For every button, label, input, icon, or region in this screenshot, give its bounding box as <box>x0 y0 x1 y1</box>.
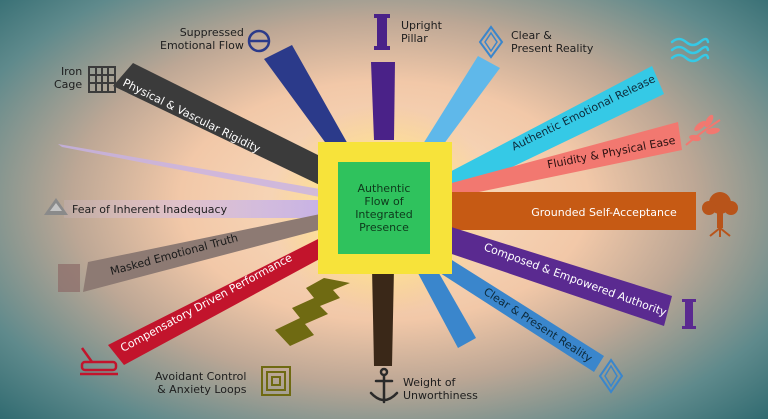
maze-icon <box>261 366 291 396</box>
anchor-icon <box>369 367 399 404</box>
ray-clear-present-top <box>418 56 500 160</box>
circle-bar-icon <box>247 29 271 53</box>
triangle-icon <box>44 198 68 215</box>
center-box <box>338 162 430 254</box>
ray-label-physical: Physical & Vascular Rigidity <box>121 76 263 156</box>
ray-authentic-emotional-release <box>442 66 664 196</box>
label-weight-of-unworthiness: Weight of Unworthiness <box>403 376 478 402</box>
ray-compensatory-driven-performance <box>108 234 338 365</box>
ray-label-grounded: Grounded Self-Acceptance <box>531 206 677 219</box>
label-clear-present-top: Clear & Present Reality <box>511 29 594 55</box>
iron-cage-icon <box>88 66 116 93</box>
ray-label-fear: Fear of Inherent Inadequacy <box>72 203 228 216</box>
ray-grounded-self-acceptance <box>448 192 696 230</box>
ray-fluidity-physical-ease <box>448 122 682 198</box>
ray-thin-wedge <box>58 144 320 197</box>
ray-physical-vascular-rigidity <box>113 63 338 188</box>
ray-avoidant-control <box>275 278 350 346</box>
waves-icon <box>670 37 710 63</box>
label-upright-pillar: Upright Pillar <box>401 19 442 45</box>
ray-weight-of-unworthiness <box>372 268 394 366</box>
label-iron-cage: Iron Cage <box>54 65 83 91</box>
diamond-icon-lower <box>598 358 624 394</box>
label-avoidant-control: Avoidant Control & Anxiety Loops <box>155 370 247 396</box>
ray-clear-present-reality-lower <box>426 250 604 372</box>
olive-branch-icon <box>685 114 721 146</box>
ray-label-clear-lower: Clear & Present Reality <box>481 285 595 365</box>
label-suppressed-emotional-flow: Suppressed Emotional Flow <box>160 26 244 52</box>
tree-icon <box>702 192 738 237</box>
pillar-icon <box>374 14 390 50</box>
blurred-mask-icon <box>58 264 80 292</box>
ray-clear-present-lower-left <box>412 254 476 348</box>
diamond-icon <box>478 25 504 59</box>
ray-fear-inherent-inadequacy <box>64 200 320 218</box>
ray-suppressed-emotional-flow <box>264 45 358 168</box>
center-label: Authentic Flow of Integrated Presence <box>338 162 430 254</box>
ray-masked-emotional-truth <box>83 212 330 292</box>
pillar-icon-small <box>682 299 696 329</box>
center-label-text: Authentic Flow of Integrated Presence <box>355 182 413 234</box>
ray-composed-empowered-authority <box>440 226 672 326</box>
treadmill-icon <box>80 347 118 376</box>
ray-upright-pillar <box>371 62 395 140</box>
